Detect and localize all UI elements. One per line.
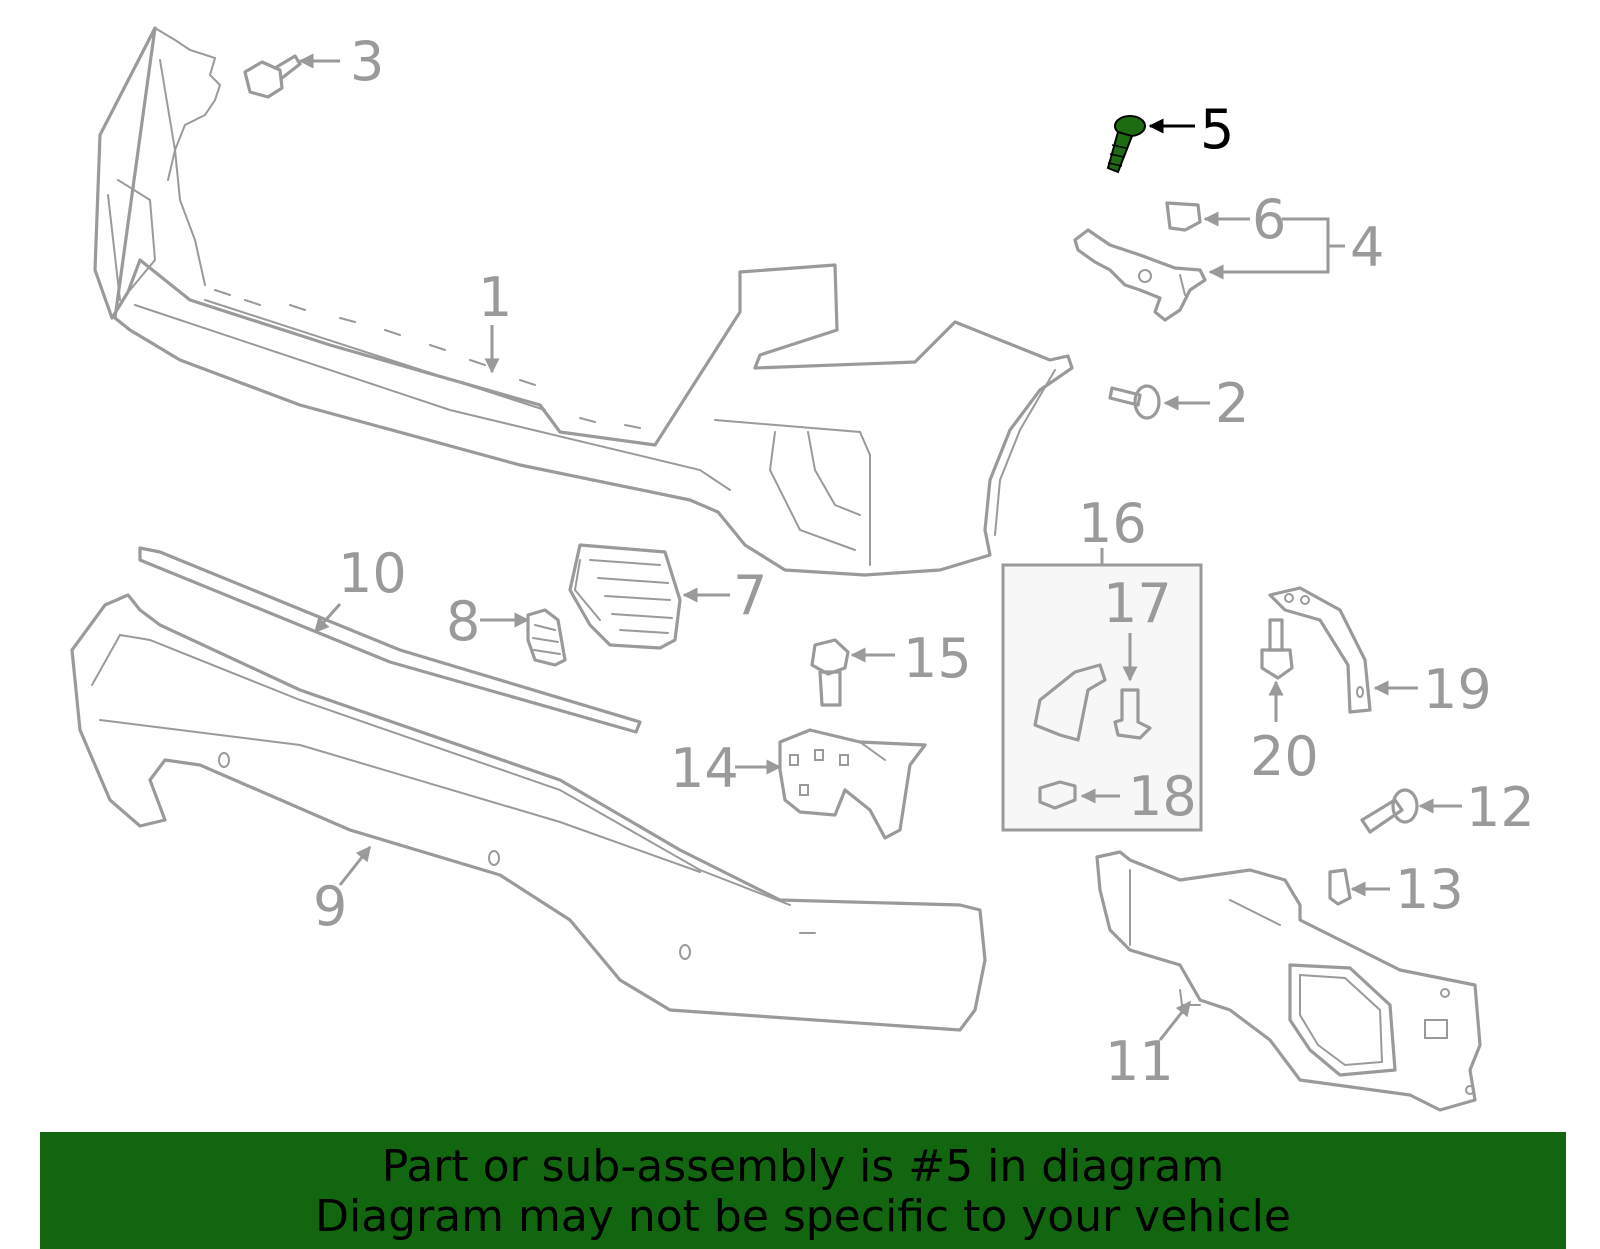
part-11-reinforcement <box>1095 850 1482 1112</box>
callout-17: 17 <box>1103 572 1172 635</box>
callout-12: 12 <box>1466 776 1535 839</box>
callout-7: 7 <box>733 564 767 627</box>
callout-6: 6 <box>1252 188 1286 251</box>
callout-19: 19 <box>1423 658 1492 721</box>
callout-15: 15 <box>903 627 972 690</box>
callout-11: 11 <box>1105 1030 1174 1093</box>
part-7-fog-lamp-bezel <box>568 543 682 650</box>
callout-2: 2 <box>1215 372 1249 435</box>
callout-13: 13 <box>1395 858 1464 921</box>
callout-9: 9 <box>313 875 347 938</box>
part-6-clip <box>1165 201 1202 232</box>
part-14-bracket <box>778 728 927 840</box>
part-9-bumper-face-bar <box>70 593 987 1032</box>
callout-8: 8 <box>446 590 480 653</box>
banner-line-1: Part or sub-assembly is #5 in diagram <box>381 1141 1225 1192</box>
callout-4: 4 <box>1350 216 1384 279</box>
part-19-bracket <box>1268 586 1372 714</box>
part-5-screw <box>1106 115 1146 174</box>
leader-lines <box>298 53 1462 1041</box>
part-16-kit-box <box>1001 548 1203 832</box>
callout-20: 20 <box>1250 725 1319 788</box>
banner-line-2: Diagram may not be specific to your vehi… <box>315 1191 1291 1242</box>
part-10-trim-strip <box>138 546 642 734</box>
callout-16: 16 <box>1078 492 1147 555</box>
part-20-stud <box>1260 618 1294 680</box>
callout-14: 14 <box>670 737 739 800</box>
callout-labels: 3 1 5 6 4 2 16 10 7 8 17 15 19 14 20 18 … <box>313 30 1535 1093</box>
callout-18: 18 <box>1128 765 1197 828</box>
callout-3: 3 <box>350 30 384 93</box>
part-4-bracket <box>1073 228 1207 322</box>
part-3-bolt <box>243 54 302 99</box>
callout-1: 1 <box>478 266 512 329</box>
part-13-clip <box>1328 868 1352 906</box>
info-banner: Part or sub-assembly is #5 in diagram Di… <box>40 1132 1566 1249</box>
part-1-bumper-fascia <box>93 26 1074 577</box>
part-2-push-pin <box>1108 384 1161 420</box>
part-8-insert <box>526 608 567 667</box>
part-15-bolt <box>810 638 850 707</box>
part-12-push-pin <box>1360 788 1419 834</box>
callout-10: 10 <box>338 542 407 605</box>
callout-5: 5 <box>1200 98 1234 161</box>
